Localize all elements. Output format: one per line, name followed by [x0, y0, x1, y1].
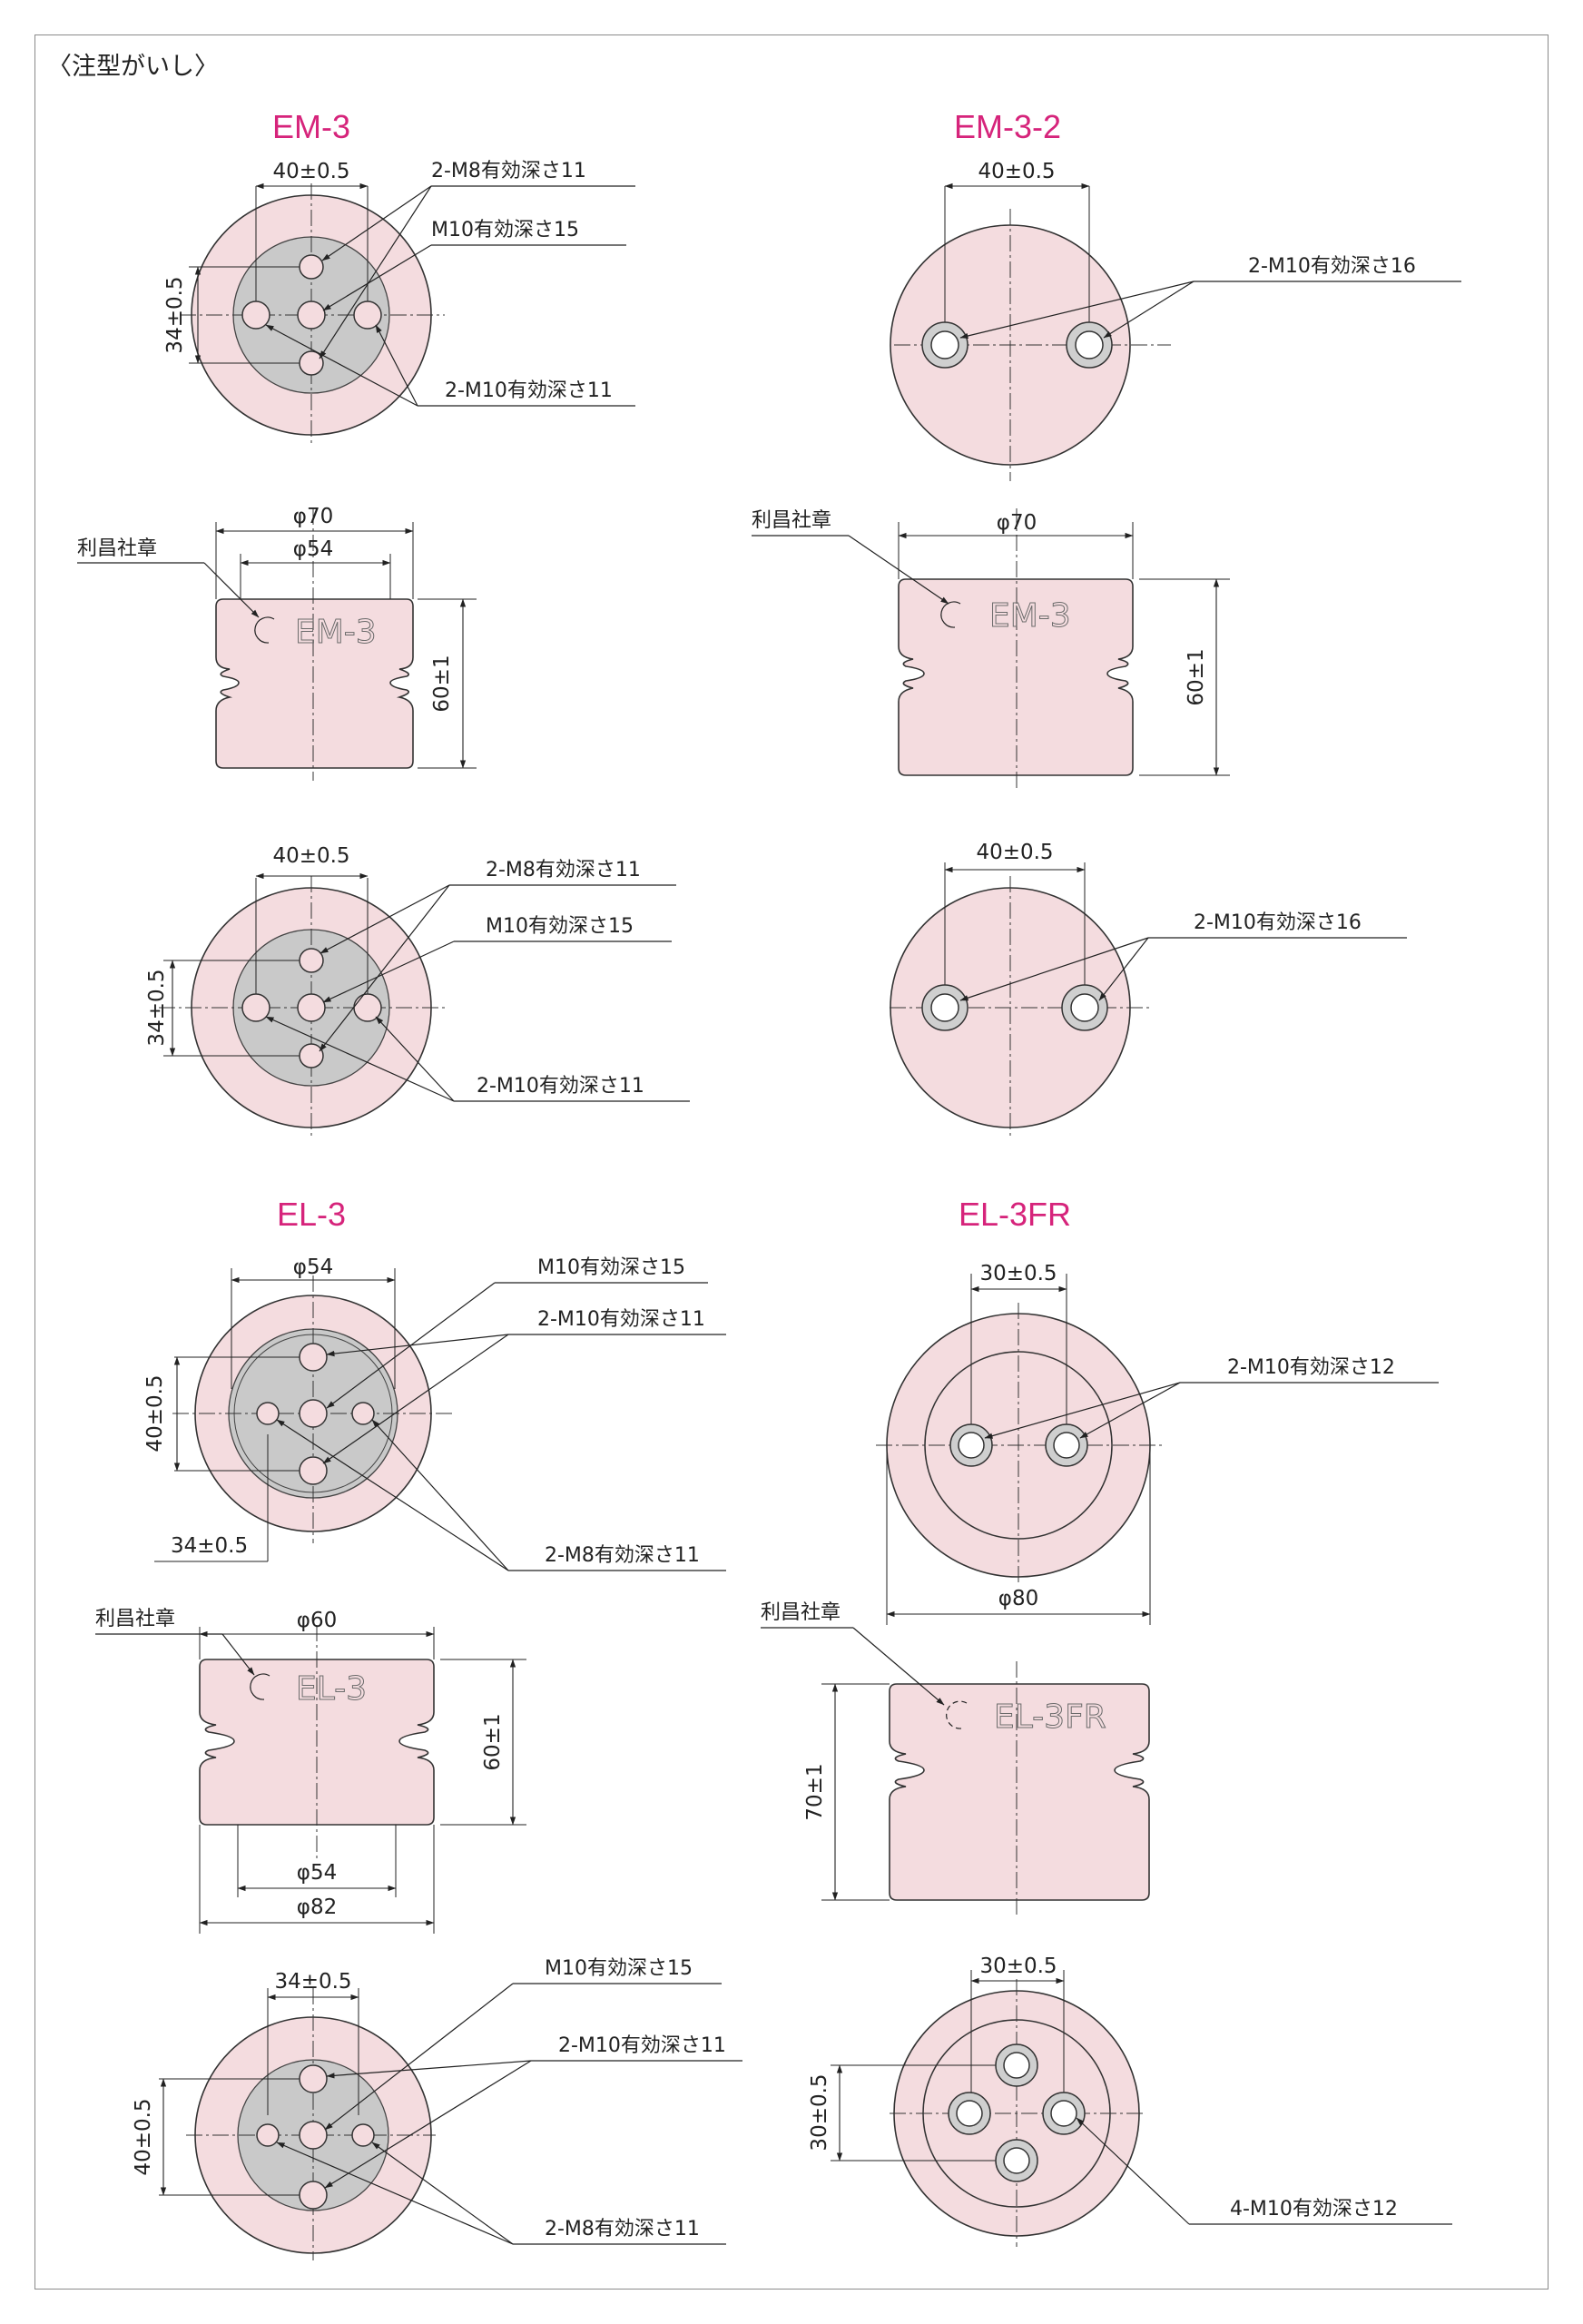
el3fr-top-dim-30: 30±0.5 — [979, 1262, 1057, 1285]
em32-bottom-label-m10-16: 2-M10有効深さ16 — [1194, 911, 1362, 934]
el3-top-dim-phi54: φ54 — [293, 1256, 333, 1279]
el3-top-dim-34: 34±0.5 — [171, 1534, 248, 1558]
em3-top-dim-40: 40±0.5 — [272, 160, 349, 183]
el3-side-logo-label: 利昌社章 — [95, 1608, 175, 1630]
page-frame — [34, 34, 1549, 2290]
em3-bottom-view: 40±0.5 34±0.5 2-M8有効深さ11 M10有効深さ15 2-M10… — [145, 844, 690, 1139]
em3-bottom-dim-40: 40±0.5 — [272, 844, 349, 868]
el3-top-dim-40: 40±0.5 — [143, 1374, 167, 1452]
em3-side-dim-h60: 60±1 — [430, 655, 454, 712]
el3-top-view: φ54 40±0.5 34±0.5 M10有効深さ15 2-M10有効深さ11 … — [143, 1256, 726, 1571]
em32-side-dim-h60: 60±1 — [1185, 648, 1208, 705]
el3fr-bottom-label-m10-12: 4-M10有効深さ12 — [1230, 2198, 1398, 2221]
el3-top-label-m10-11: 2-M10有効深さ11 — [537, 1308, 705, 1331]
model-title-em32: EM-3-2 — [954, 108, 1061, 145]
em32-top-view: 40±0.5 2-M10有効深さ16 — [890, 160, 1461, 481]
em3-logo-mark — [254, 616, 275, 644]
em32-side-logo-label: 利昌社章 — [752, 509, 831, 532]
em3-engraving: EM-3 — [295, 614, 377, 651]
el3-logo-mark — [250, 1673, 270, 1700]
em32-side-dim-phi70: φ70 — [997, 511, 1037, 535]
em3-top-label-m8: 2-M8有効深さ11 — [431, 160, 586, 182]
em3-bottom-label-m10-11: 2-M10有効深さ11 — [477, 1075, 644, 1098]
el3fr-bottom-dim-30-v: 30±0.5 — [808, 2073, 831, 2151]
em32-bottom-view: 40±0.5 2-M10有効深さ16 — [890, 841, 1407, 1139]
section-title: 〈注型がいし〉 — [47, 53, 219, 80]
em3-side-dim-phi54: φ54 — [293, 537, 333, 561]
em3-bottom-label-m10-15: M10有効深さ15 — [486, 915, 634, 938]
el3fr-bottom-view: 30±0.5 30±0.5 4-M10有効深さ12 — [808, 1955, 1452, 2247]
el3-bottom-label-m10-15: M10有効深さ15 — [545, 1957, 693, 1980]
em32-bottom-dim-40: 40±0.5 — [976, 841, 1053, 864]
em3-top-view: 40±0.5 34±0.5 2-M8有効深さ11 M10有効深さ15 2-M10… — [163, 160, 635, 447]
em3-side-logo-label: 利昌社章 — [77, 537, 157, 560]
em3-side-view: φ70 φ54 60±1 利昌社章 EM-3 — [77, 505, 477, 781]
em32-engraving: EM-3 — [989, 597, 1071, 635]
em3-bottom-label-m8: 2-M8有効深さ11 — [486, 859, 641, 881]
em3-top-dim-34: 34±0.5 — [163, 276, 187, 353]
em3-top-label-m10-11: 2-M10有効深さ11 — [445, 379, 613, 402]
em3-bottom-dim-34: 34±0.5 — [145, 969, 169, 1046]
el3-top-label-m10-15: M10有効深さ15 — [537, 1256, 685, 1279]
model-title-el3fr: EL-3FR — [959, 1196, 1071, 1233]
em3-top-label-m10-15: M10有効深さ15 — [431, 219, 579, 241]
el3-top-label-m8: 2-M8有効深さ11 — [545, 1544, 700, 1567]
el3fr-top-view: 30±0.5 2-M10有効深さ12 φ80 — [876, 1262, 1439, 1625]
model-title-el3: EL-3 — [277, 1196, 346, 1233]
em32-logo-mark — [940, 601, 961, 628]
model-title-em3: EM-3 — [272, 108, 350, 145]
el3fr-side-logo-label: 利昌社章 — [761, 1601, 841, 1624]
el3-bottom-label-m10-11: 2-M10有効深さ11 — [558, 2034, 726, 2057]
el3-side-dim-phi60: φ60 — [297, 1609, 337, 1632]
em32-top-label-m10-16: 2-M10有効深さ16 — [1248, 255, 1416, 278]
el3fr-side-view: 70±1 利昌社章 EL-3FR — [761, 1601, 1150, 1915]
el3-side-dim-phi82: φ82 — [297, 1896, 337, 1919]
el3-bottom-label-m8: 2-M8有効深さ11 — [545, 2218, 700, 2240]
el3-engraving: EL-3 — [296, 1670, 367, 1708]
el3-bottom-view: 34±0.5 40±0.5 M10有効深さ15 2-M10有効深さ11 2-M8… — [132, 1957, 742, 2260]
el3fr-engraving: EL-3FR — [994, 1699, 1106, 1736]
el3-bottom-dim-34: 34±0.5 — [274, 1970, 351, 1994]
el3-bottom-dim-40: 40±0.5 — [132, 2098, 155, 2175]
el3-side-view: φ60 60±1 φ54 φ82 利昌社章 EL-3 — [95, 1608, 526, 1934]
em32-side-view: φ70 60±1 利昌社章 EM-3 — [752, 508, 1230, 790]
em32-top-dim-40: 40±0.5 — [978, 160, 1055, 183]
em3-side-dim-phi70: φ70 — [293, 505, 333, 528]
el3-side-dim-h60: 60±1 — [481, 1713, 505, 1770]
el3fr-bottom-dim-30-h: 30±0.5 — [979, 1955, 1057, 1978]
el3fr-top-label-m10-12: 2-M10有効深さ12 — [1227, 1356, 1395, 1379]
el3fr-side-dim-h70: 70±1 — [803, 1763, 827, 1820]
el3-side-dim-phi54: φ54 — [297, 1861, 337, 1885]
el3fr-top-dim-phi80: φ80 — [998, 1587, 1038, 1610]
